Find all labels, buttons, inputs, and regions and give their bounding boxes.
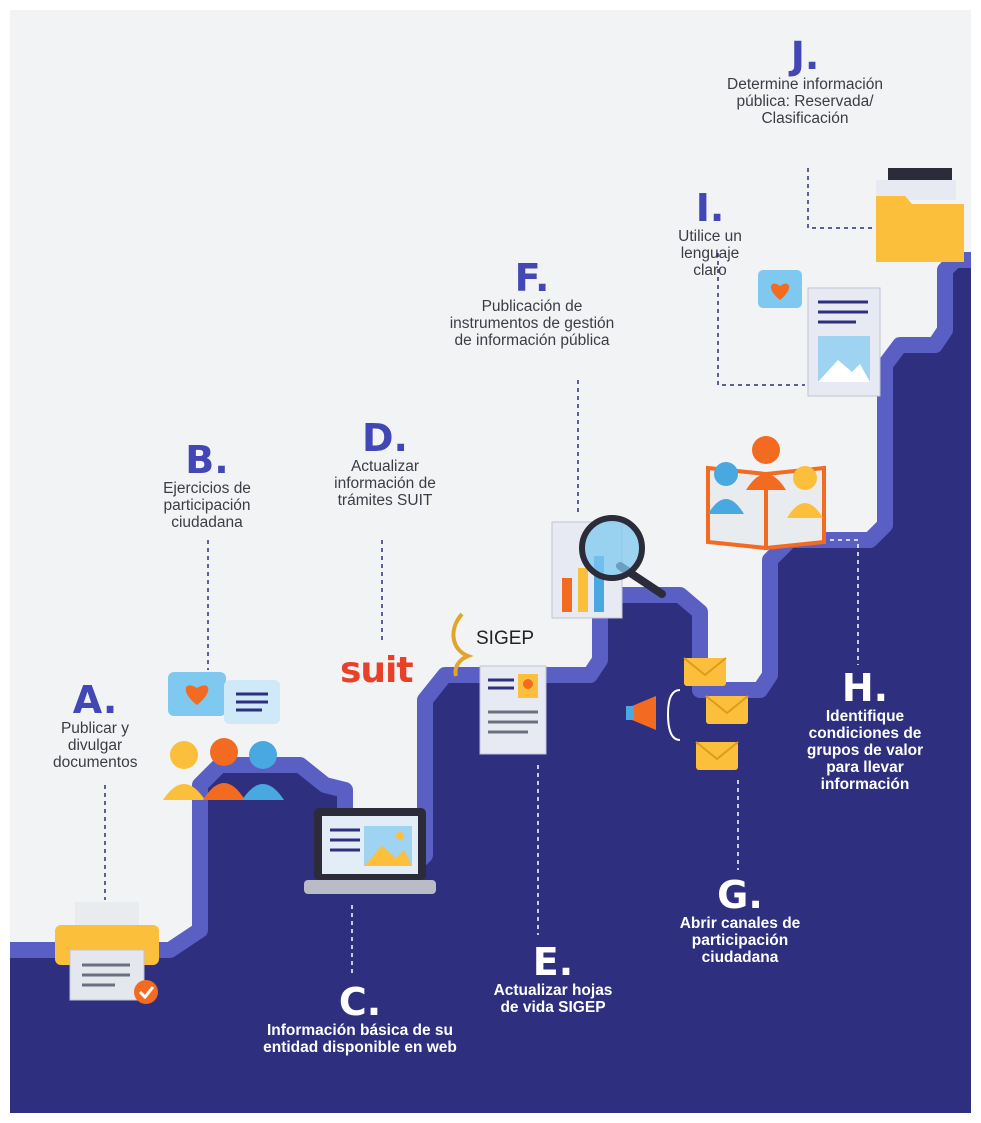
step-j-description: Determine información pública: Reservada…	[727, 76, 883, 127]
printer-icon	[55, 902, 159, 1004]
step-e-description: Actualizar hojas de vida SIGEP	[493, 982, 613, 1016]
suit-logo: suit	[340, 650, 414, 691]
step-d-description: Actualizar información de trámites SUIT	[334, 458, 436, 509]
step-i-letter: I.	[695, 186, 725, 230]
laptop-icon	[304, 808, 436, 894]
step-f: F. Publicación de instrumentos de gestió…	[432, 258, 632, 349]
cv-document-icon	[479, 665, 547, 755]
leader-lines	[104, 168, 878, 900]
step-g-letter: G.	[717, 873, 763, 917]
step-c: C. Información básica de su entidad disp…	[255, 982, 465, 1056]
step-j: J. Determine información pública: Reserv…	[705, 36, 905, 127]
step-i: I. Utilice un lenguaje claro	[640, 188, 780, 279]
step-b-letter: B.	[185, 438, 229, 482]
document-image-icon	[758, 270, 881, 397]
step-g: G. Abrir canales de participación ciudad…	[655, 875, 825, 966]
step-a: A. Publicar y divulgar documentos	[25, 680, 165, 771]
step-d-letter: D.	[362, 416, 408, 460]
leader-lines-light	[351, 539, 859, 975]
folder-icon	[876, 168, 964, 262]
book-people-icon	[706, 436, 826, 551]
people-icon	[163, 738, 284, 800]
megaphone-icon	[626, 689, 681, 741]
step-j-letter: J.	[790, 34, 820, 78]
sigep-logo: SIGEP	[476, 628, 535, 649]
step-h-description: Identifique condiciones de grupos de val…	[806, 708, 924, 793]
step-b: B. Ejercicios de participación ciudadana	[132, 440, 282, 531]
step-a-letter: A.	[72, 678, 118, 722]
step-f-letter: F.	[514, 256, 550, 300]
magnifier-chart-icon	[551, 515, 666, 619]
sigep-logo-swoosh	[451, 612, 474, 677]
step-e: E. Actualizar hojas de vida SIGEP	[478, 942, 628, 1016]
step-h-letter: H.	[841, 666, 889, 710]
mail-icon	[683, 657, 749, 770]
step-f-description: Publicación de instrumentos de gestión d…	[449, 298, 615, 349]
step-c-letter: C.	[338, 980, 382, 1024]
step-d: D. Actualizar información de trámites SU…	[300, 418, 470, 509]
step-g-description: Abrir canales de participación ciudadana	[679, 915, 801, 966]
step-a-description: Publicar y divulgar documentos	[53, 720, 138, 771]
step-h: H. Identifique condiciones de grupos de …	[790, 668, 940, 793]
step-i-description: Utilice un lenguaje claro	[678, 228, 742, 279]
step-b-description: Ejercicios de participación ciudadana	[163, 480, 251, 531]
step-e-letter: E.	[532, 940, 574, 984]
step-c-description: Información básica de su entidad disponi…	[263, 1022, 457, 1056]
chat-icon	[168, 672, 280, 724]
